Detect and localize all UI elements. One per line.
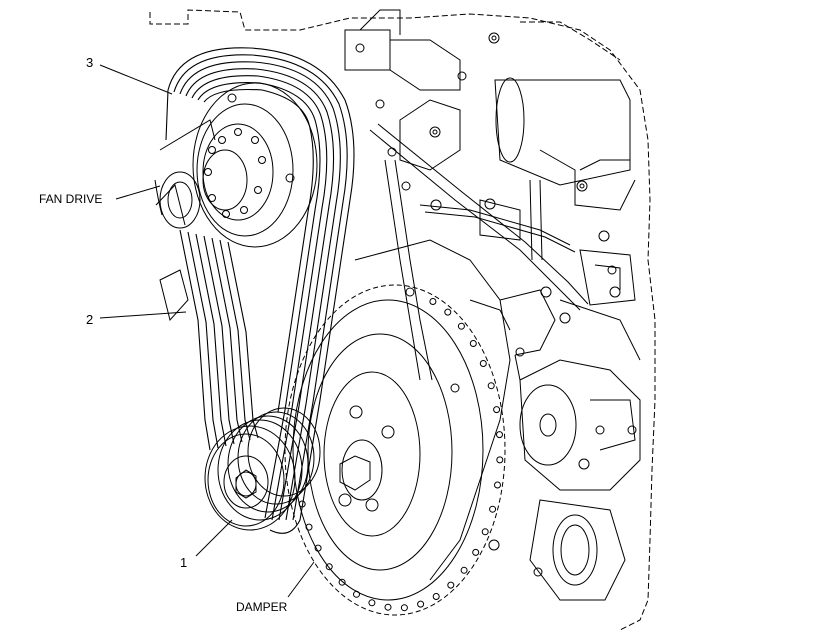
- crankshaft-pulley: [204, 407, 321, 531]
- damper-bolt: [496, 431, 503, 439]
- damper-bolt: [469, 340, 477, 347]
- damper-bolt: [368, 599, 376, 607]
- damper-bolt: [338, 578, 346, 586]
- callout-2-label: 2: [86, 312, 93, 327]
- damper-bolt: [429, 298, 437, 305]
- damper-label: DAMPER: [236, 600, 288, 614]
- damper: [284, 284, 506, 616]
- engine-block: [149, 9, 656, 631]
- callout-fan-drive: FAN DRIVE: [39, 185, 161, 206]
- damper-bolt: [493, 406, 501, 414]
- damper-bolt: [325, 563, 333, 571]
- damper-bolt: [314, 544, 322, 552]
- callout-3: 3: [86, 55, 173, 95]
- damper-bolt: [353, 590, 360, 598]
- callout-1-label: 1: [180, 555, 187, 570]
- callout-3-label: 3: [86, 55, 93, 70]
- drive-belts: [165, 47, 355, 534]
- damper-bolt: [487, 382, 495, 390]
- damper-bolt: [444, 308, 452, 316]
- damper-bolt: [460, 566, 468, 574]
- damper-bolt: [400, 604, 408, 612]
- damper-bolt: [489, 505, 497, 513]
- damper-bolt: [447, 581, 455, 589]
- damper-bolt: [496, 456, 504, 464]
- damper-bolt-ring: [298, 298, 504, 612]
- callout-1: 1: [180, 519, 233, 570]
- damper-bolt: [305, 523, 313, 531]
- damper-bolt: [417, 600, 425, 608]
- damper-bolt: [432, 593, 440, 600]
- damper-bolt: [494, 481, 501, 489]
- fan-drive-label: FAN DRIVE: [39, 192, 102, 206]
- callout-damper: DAMPER: [236, 561, 315, 614]
- callout-2: 2: [86, 311, 187, 327]
- damper-bolt: [457, 322, 465, 330]
- damper-bolt: [479, 360, 487, 367]
- damper-bolt: [384, 603, 392, 611]
- damper-bolt: [472, 548, 480, 556]
- damper-bolt: [481, 528, 489, 536]
- fan-drive-pulley: [159, 82, 318, 248]
